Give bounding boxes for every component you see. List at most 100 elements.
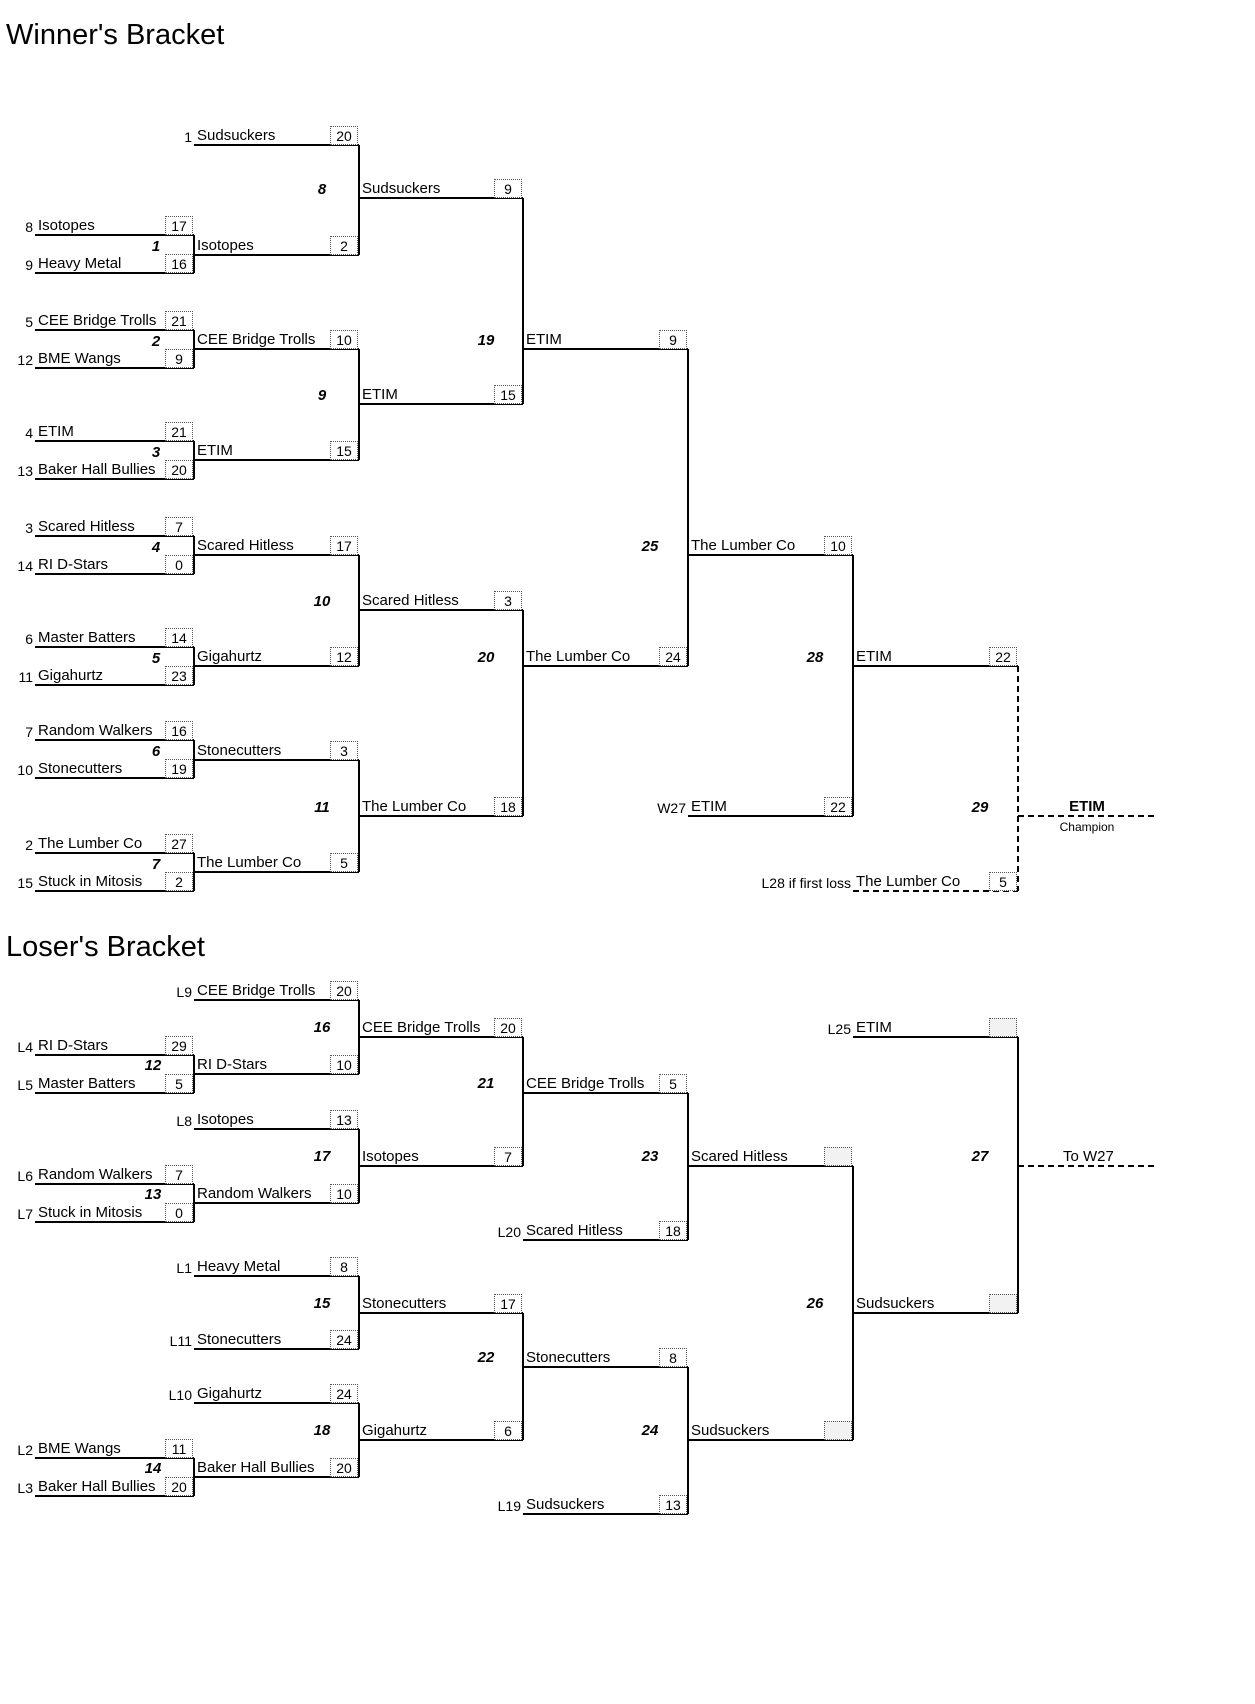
team-name: Isotopes (197, 237, 254, 254)
team-name: Random Walkers (38, 1166, 153, 1183)
score-box: 19 (165, 759, 193, 778)
team-name: Heavy Metal (38, 255, 122, 272)
score-box: 5 (165, 1074, 193, 1093)
seed-label: 9 (25, 257, 33, 273)
score-box: 3 (494, 591, 522, 610)
team-name: The Lumber Co (691, 537, 796, 554)
game-number: 28 (806, 649, 824, 666)
team-name: CEE Bridge Trolls (362, 1019, 481, 1036)
team-name: Scared Hitless (691, 1148, 788, 1165)
team-name: Isotopes (38, 217, 95, 234)
score-box: 14 (165, 628, 193, 647)
team-name: CEE Bridge Trolls (38, 312, 157, 329)
score-box: 15 (330, 441, 358, 460)
team-name: Master Batters (38, 1075, 136, 1092)
team-name: The Lumber Co (38, 835, 143, 852)
score-box: 10 (824, 536, 852, 555)
score-box: 20 (165, 1477, 193, 1496)
losers-bracket-title: Loser's Bracket (6, 931, 205, 963)
score-box: 8 (330, 1257, 358, 1276)
score-box: 22 (989, 647, 1017, 666)
game-number: 1 (151, 238, 161, 255)
score-box: 10 (330, 1055, 358, 1074)
score-box (824, 1147, 852, 1166)
team-name: Gigahurtz (197, 648, 263, 665)
seed-label: 11 (18, 669, 33, 685)
game-number: 7 (151, 856, 161, 873)
team-name: Gigahurtz (362, 1422, 428, 1439)
game-number: 22 (477, 1349, 495, 1366)
game-number: 2 (151, 333, 161, 350)
score-box: 5 (989, 872, 1017, 891)
seed-label: 1 (184, 129, 192, 145)
game-number: 25 (641, 538, 659, 555)
score-box: 7 (165, 1165, 193, 1184)
game-number: 16 (313, 1019, 331, 1036)
score-box: 11 (165, 1439, 193, 1458)
game-number: 27 (971, 1148, 989, 1165)
seed-label: 7 (25, 724, 33, 740)
seed-label: 14 (17, 558, 33, 574)
seed-label: 8 (25, 219, 33, 235)
game-number: 9 (317, 387, 327, 404)
game-number: 14 (144, 1460, 162, 1477)
team-name: Scared Hitless (362, 592, 459, 609)
team-name: CEE Bridge Trolls (197, 982, 316, 999)
seed-label: 13 (17, 463, 33, 479)
score-box: 29 (165, 1036, 193, 1055)
seed-label: L2 (17, 1442, 33, 1458)
team-name: Master Batters (38, 629, 136, 646)
team-name: Baker Hall Bullies (197, 1459, 315, 1476)
team-name: BME Wangs (38, 1440, 121, 1457)
score-box: 23 (165, 666, 193, 685)
seed-label: L9 (176, 984, 192, 1000)
team-name: Stonecutters (362, 1295, 447, 1312)
score-box: 3 (330, 741, 358, 760)
score-box: 17 (494, 1294, 522, 1313)
score-box: 5 (330, 853, 358, 872)
score-box: 13 (659, 1495, 687, 1514)
score-box: 2 (165, 872, 193, 891)
seed-label: L25 (827, 1021, 851, 1037)
team-name: ETIM (362, 386, 398, 403)
score-box: 24 (330, 1384, 358, 1403)
team-name: Scared Hitless (197, 537, 294, 554)
score-box: 10 (330, 330, 358, 349)
team-name: Stonecutters (197, 1331, 282, 1348)
game-number: 3 (151, 444, 161, 461)
score-box: 13 (330, 1110, 358, 1129)
team-name: Scared Hitless (526, 1222, 623, 1239)
score-box: 7 (165, 517, 193, 536)
team-name: Gigahurtz (38, 667, 104, 684)
winners-bracket-title: Winner's Bracket (6, 19, 225, 51)
seed-label: 3 (25, 520, 33, 536)
seed-label: L11 (169, 1333, 192, 1349)
game-number: 21 (477, 1075, 495, 1092)
team-name: Heavy Metal (197, 1258, 281, 1275)
team-name: Stonecutters (526, 1349, 611, 1366)
game-number: 23 (641, 1148, 659, 1165)
score-box: 16 (165, 254, 193, 273)
seed-label: 15 (17, 875, 33, 891)
team-name: The Lumber Co (362, 798, 467, 815)
score-box: 10 (330, 1184, 358, 1203)
game-number: 11 (314, 799, 330, 816)
team-name: Stuck in Mitosis (38, 1204, 143, 1221)
team-name: The Lumber Co (197, 854, 302, 871)
team-name: Sudsuckers (526, 1496, 605, 1513)
team-name: The Lumber Co (856, 873, 961, 890)
score-box: 21 (165, 311, 193, 330)
score-box: 21 (165, 422, 193, 441)
team-name: Isotopes (197, 1111, 254, 1128)
score-box: 2 (330, 236, 358, 255)
team-name: RI D-Stars (197, 1056, 268, 1073)
seed-label: L10 (168, 1387, 192, 1403)
game-number: 5 (151, 650, 161, 667)
score-box: 24 (330, 1330, 358, 1349)
team-name: Stuck in Mitosis (38, 873, 143, 890)
seed-label: L19 (497, 1498, 521, 1514)
team-name: Sudsuckers (691, 1422, 770, 1439)
score-box: 17 (165, 216, 193, 235)
team-name: ETIM (526, 331, 562, 348)
